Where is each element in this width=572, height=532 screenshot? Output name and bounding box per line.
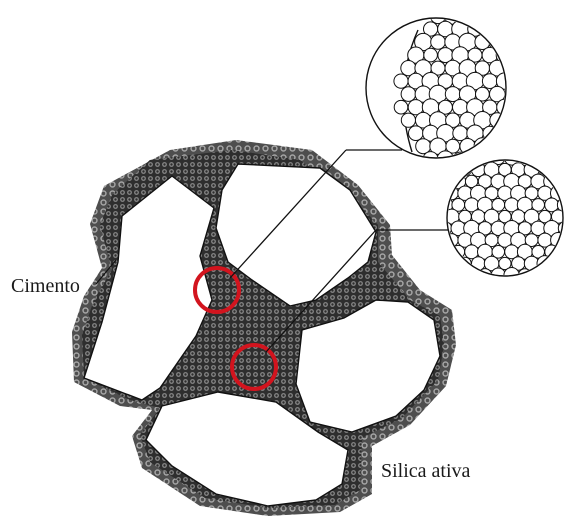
particle-bubble: [557, 150, 572, 165]
particle-bubble: [461, 9, 475, 23]
particle-bubble: [409, 126, 424, 141]
particle-bubble: [465, 151, 479, 165]
particle-bubble: [482, 21, 498, 37]
particle-bubble: [532, 152, 545, 165]
particle-bubble: [544, 268, 559, 283]
silica-fume-label: Silica ativa: [381, 461, 470, 481]
particle-bubble: [423, 152, 438, 167]
particle-bubble: [558, 269, 571, 282]
zoom-inset-silica: [437, 150, 572, 283]
particle-bubble: [445, 187, 458, 200]
zoom-inset-cement: [366, 8, 513, 168]
particle-bubble: [401, 113, 415, 127]
particle-bubble: [437, 244, 452, 259]
particle-bubble: [551, 163, 565, 177]
particle-bubble: [460, 139, 475, 154]
particle-bubble: [444, 162, 459, 177]
particle-bubble: [401, 87, 416, 102]
particle-bubble: [552, 257, 565, 270]
particle-bubble: [558, 175, 571, 188]
particle-bubble: [438, 175, 452, 189]
particle-bubble: [545, 151, 559, 165]
particle-bubble: [394, 74, 408, 88]
particle-bubble: [451, 268, 465, 282]
particle-bubble: [459, 163, 472, 176]
particle-bubble: [464, 267, 480, 283]
particle-bubble: [496, 20, 513, 37]
particle-bubble: [394, 100, 408, 114]
cement-label: Cimento: [11, 276, 80, 296]
particle-bubble: [497, 126, 512, 141]
particle-bubble: [431, 35, 446, 50]
particle-bubble: [475, 8, 491, 24]
particle-bubble: [472, 257, 486, 271]
particle-bubble: [558, 244, 572, 259]
particle-bubble: [437, 151, 454, 168]
particle-bubble: [438, 269, 451, 282]
particle-bubble: [444, 256, 459, 271]
particle-bubble: [531, 268, 545, 282]
particle-bubble: [489, 8, 506, 25]
particle-bubble: [490, 139, 504, 153]
